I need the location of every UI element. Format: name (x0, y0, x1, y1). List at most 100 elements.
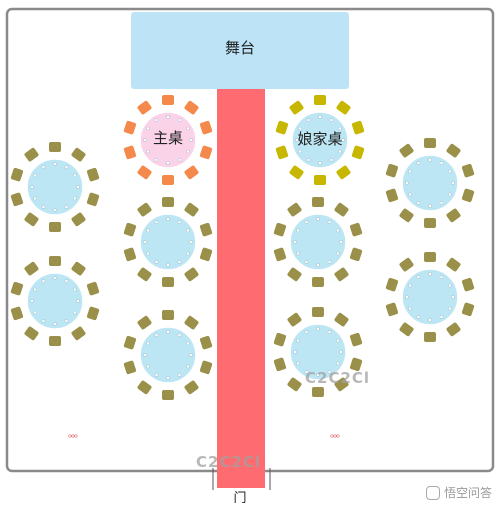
chair (10, 281, 24, 296)
table-top (401, 154, 459, 212)
place-setting (186, 364, 190, 369)
door-label: 门 (233, 491, 247, 506)
watermark-bottom: C2C2Cl (196, 453, 262, 471)
chair (137, 315, 152, 330)
place-setting (296, 361, 300, 366)
place-setting (405, 181, 409, 185)
chair (86, 192, 100, 207)
chair (349, 247, 363, 262)
chair (10, 192, 24, 207)
chair (312, 277, 324, 287)
place-setting (451, 295, 455, 299)
table-top (139, 111, 197, 169)
chair (49, 336, 61, 346)
place-setting (296, 338, 300, 343)
chair (351, 145, 365, 160)
chair (199, 360, 213, 375)
guest-table (385, 138, 475, 228)
place-setting (166, 330, 170, 334)
chair (399, 143, 414, 158)
chair (49, 222, 61, 232)
chair (184, 380, 199, 395)
table-top (291, 111, 349, 169)
place-setting (166, 115, 170, 119)
place-setting (33, 196, 37, 201)
stage (131, 12, 349, 89)
place-setting (143, 138, 147, 142)
chair (336, 100, 351, 115)
chair (184, 165, 199, 180)
place-setting (189, 138, 193, 142)
chair (314, 95, 326, 105)
chair (424, 252, 436, 262)
place-setting (73, 173, 77, 178)
place-setting (186, 126, 190, 131)
guest-table (123, 310, 213, 400)
badge-text: 悟空问答 (443, 486, 492, 500)
chair (184, 267, 199, 282)
place-setting (336, 361, 340, 366)
guest-table (123, 197, 213, 287)
table-top (26, 272, 84, 330)
place-setting (448, 306, 452, 311)
chair (162, 197, 174, 207)
place-setting (428, 318, 432, 322)
place-setting (306, 118, 311, 122)
chair (199, 335, 213, 350)
place-setting (304, 220, 309, 224)
place-setting (186, 149, 190, 154)
chair (385, 277, 399, 292)
table-top (139, 213, 197, 271)
center-aisle (217, 89, 265, 488)
place-setting (154, 333, 159, 337)
place-setting (33, 173, 37, 178)
watermark-mid: C2C2Cl (305, 369, 371, 387)
chair (123, 120, 137, 135)
place-setting (166, 161, 170, 165)
chair (273, 357, 287, 372)
chair (24, 326, 39, 341)
place-setting (166, 376, 170, 380)
chair (424, 218, 436, 228)
chair (289, 165, 304, 180)
place-setting (439, 275, 444, 279)
chair (312, 387, 324, 397)
guest-table (385, 252, 475, 342)
table-top (139, 326, 197, 384)
chair (275, 120, 289, 135)
place-setting (329, 118, 334, 122)
chair (86, 281, 100, 296)
chair (334, 377, 349, 392)
place-setting (177, 333, 182, 337)
place-setting (304, 260, 309, 264)
place-setting (64, 205, 69, 209)
place-setting (439, 161, 444, 165)
chair (336, 165, 351, 180)
chair (71, 212, 86, 227)
place-setting (339, 240, 343, 244)
chair (49, 256, 61, 266)
place-setting (73, 310, 77, 315)
place-setting (146, 126, 150, 131)
chair (312, 197, 324, 207)
chair (385, 188, 399, 203)
chair (162, 175, 174, 185)
place-setting (408, 169, 412, 174)
chair (184, 315, 199, 330)
chair (199, 247, 213, 262)
place-setting (416, 275, 421, 279)
door-marks (212, 468, 271, 490)
place-setting (338, 126, 342, 131)
place-setting (316, 217, 320, 221)
chair (385, 163, 399, 178)
place-setting (177, 220, 182, 224)
place-setting (41, 279, 46, 283)
place-setting (295, 138, 299, 142)
left-ellipsis: 。。。 (68, 429, 84, 440)
place-setting (336, 251, 340, 256)
chair (24, 147, 39, 162)
place-setting (146, 341, 150, 346)
place-setting (186, 341, 190, 346)
place-setting (318, 115, 322, 119)
